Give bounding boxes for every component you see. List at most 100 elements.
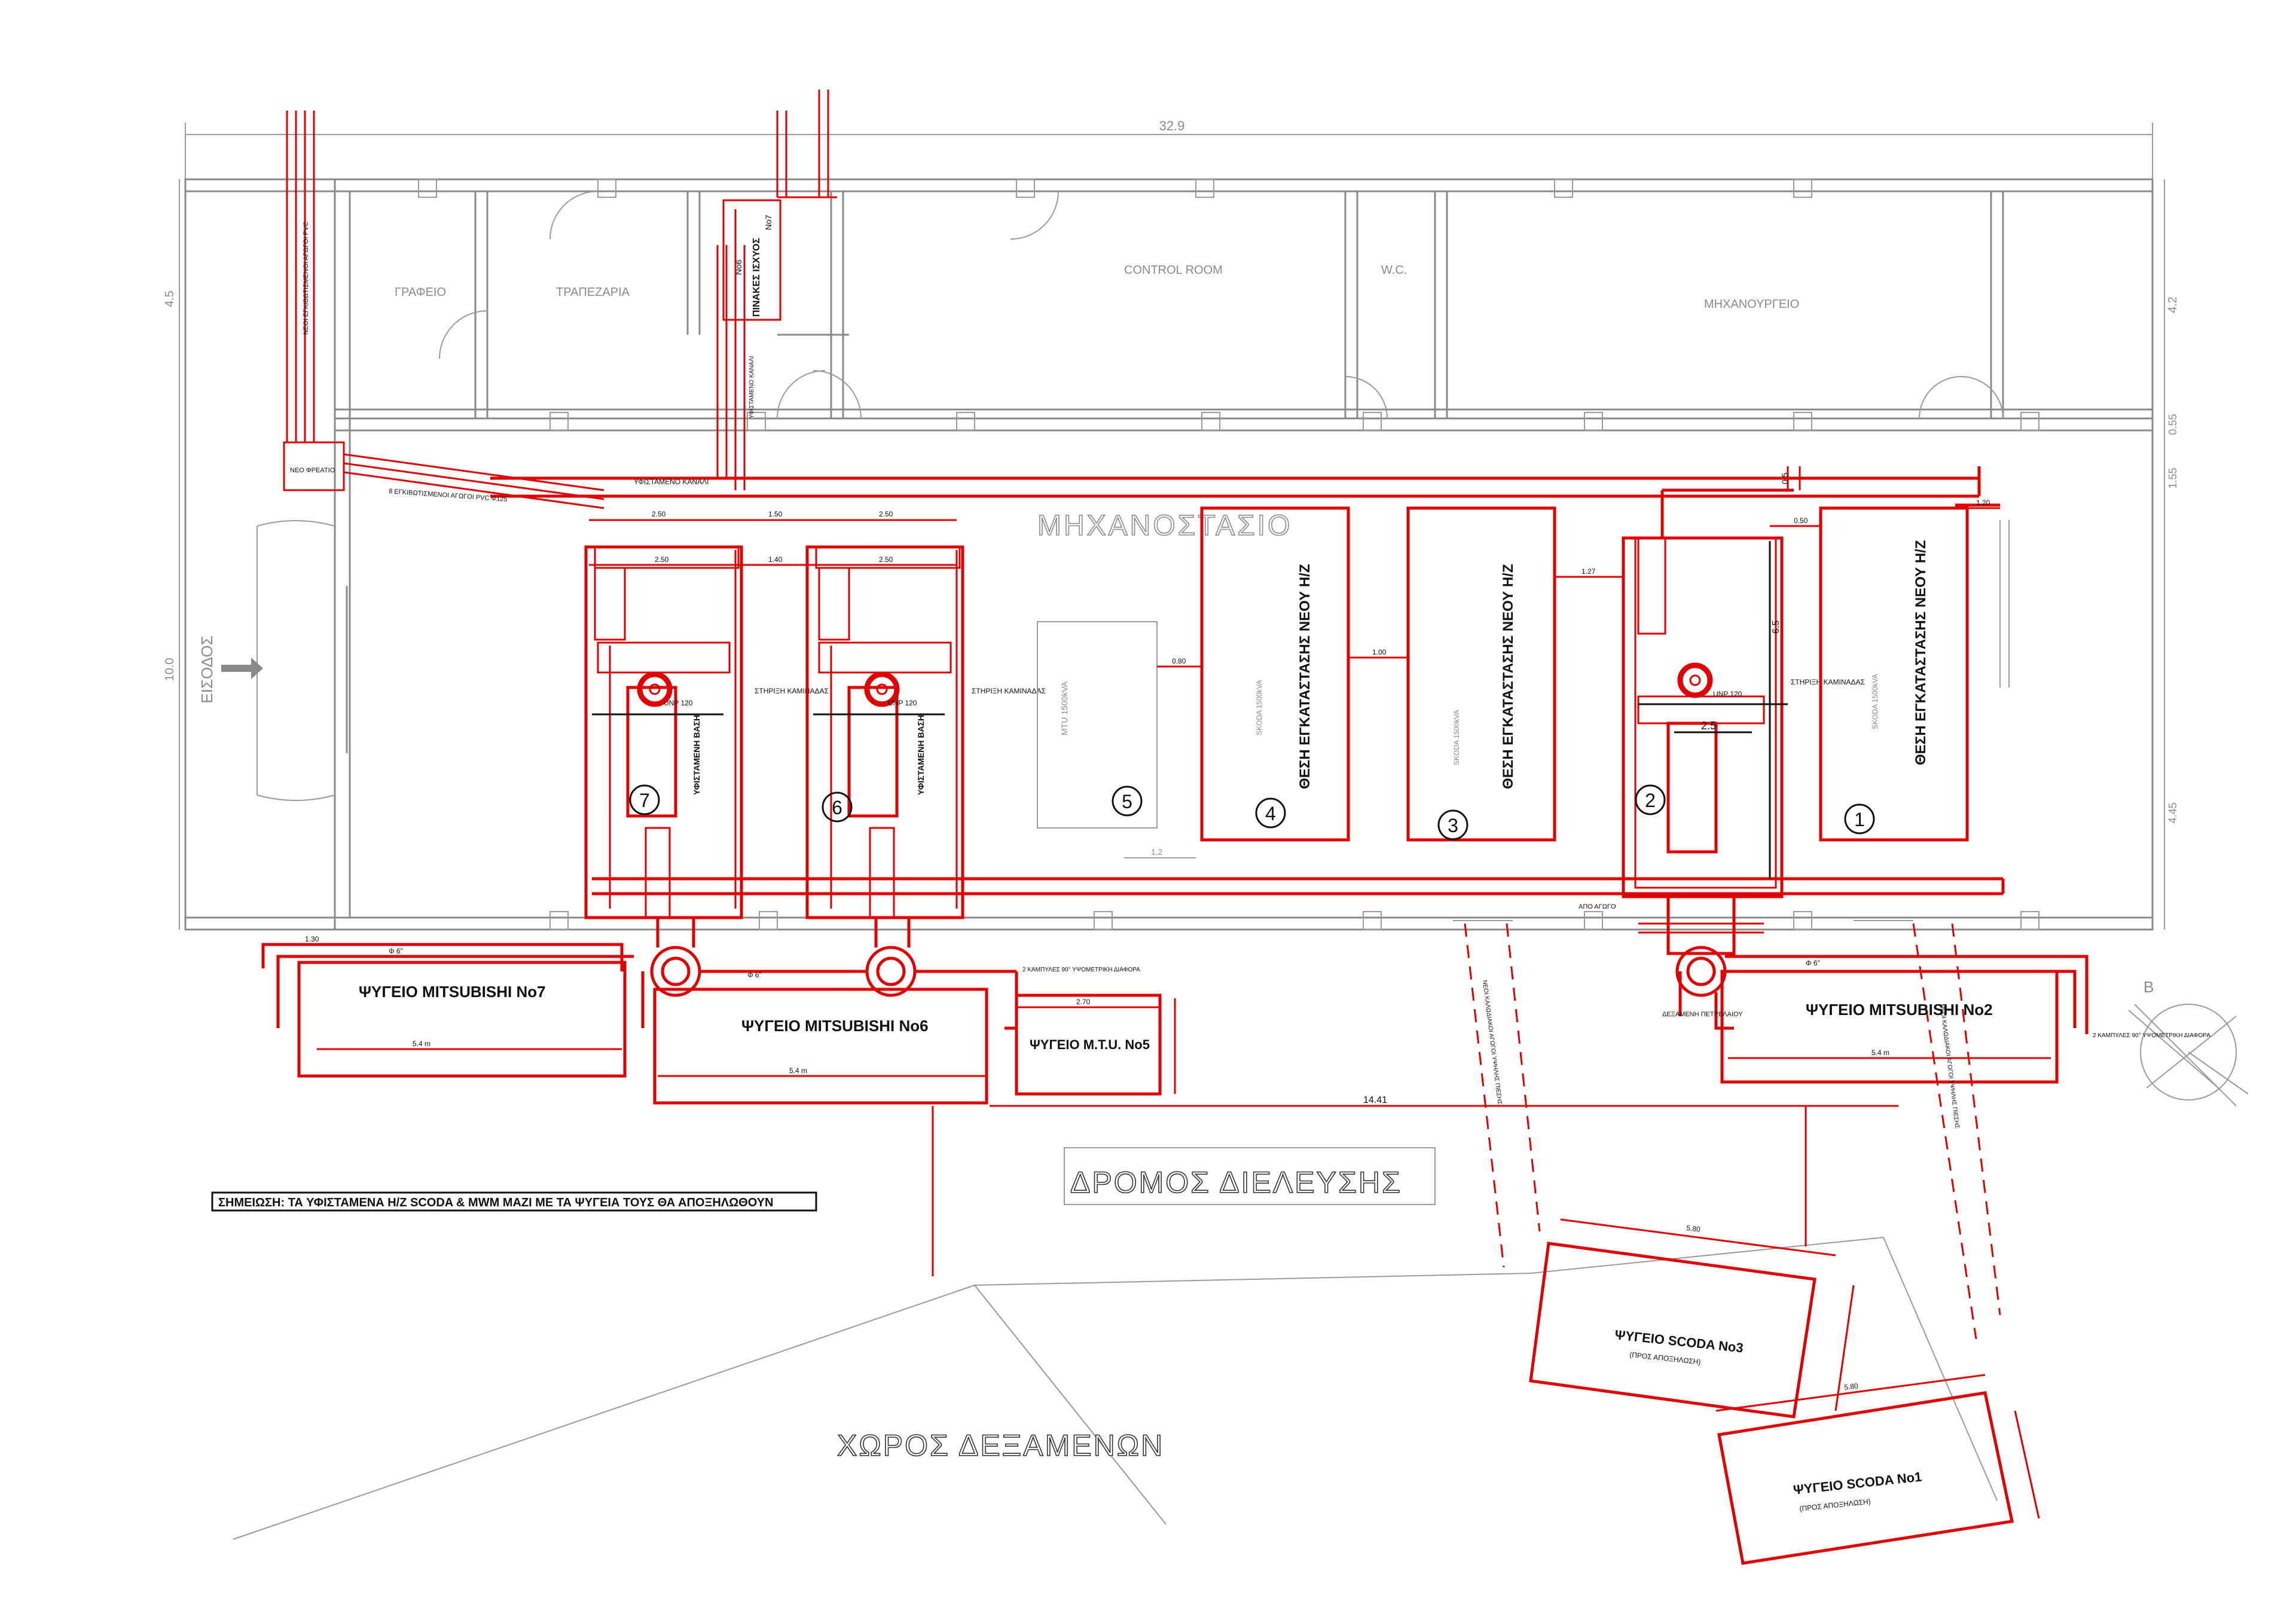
- new-cables-label-b: ΝΕΟΙ ΚΑΛΩΔΙΑΚΟΙ ΑΓΩΓΟΙ ΥΨΗΛΗΣ ΠΙΕΣΗΣ: [1938, 1004, 1960, 1129]
- genset-7-existing-base: ΥΦΙΣΤΑΜΕΝΗ ΒΑΣΗ: [692, 715, 701, 795]
- red-dimension-lines: [317, 507, 2051, 1519]
- genset-1-position-label: ΘΕΣΗ ΕΓΚΑΤΑΣΤΑΣΗΣ ΝΕΟΥ Η/Ζ: [1913, 540, 1929, 766]
- genset-6-number-circle: [822, 791, 853, 823]
- dim-depth-42: 4.2: [2166, 296, 2179, 313]
- dim-05: 0.5: [1780, 472, 1790, 484]
- genset-6-support: ΣΤΗΡΙΞΗ ΚΑΜΙΝΑΔΑΣ: [972, 687, 1046, 695]
- dim-540-a: 5.4 m: [413, 1040, 430, 1048]
- genset-7-number: 7: [639, 790, 650, 811]
- dim-580-b: 5.80: [1844, 1381, 1859, 1392]
- panel-no6: No6: [734, 259, 743, 275]
- radiator-mitsubishi-6: [653, 988, 988, 1105]
- radiator-scoda-1-label: ΨΥΓΕΙΟ SCODA No1: [1793, 1469, 1922, 1497]
- genset-4-number-circle: [1255, 797, 1286, 829]
- radiator-mitsubishi-7: [297, 961, 627, 1078]
- removal-note: ΣΗΜΕΙΩΣΗ: ΤΑ ΥΦΙΣΤΑΜΕΝΑ Η/Ζ SCODA & MWM …: [218, 1196, 773, 1209]
- dim-250-c: 2.50: [655, 555, 669, 564]
- dim-12: 1.2: [1151, 847, 1163, 857]
- dim-65: 6.5: [1771, 620, 1781, 634]
- radiator-scoda-1: [1717, 1391, 2014, 1565]
- genset-4-number: 4: [1265, 803, 1276, 824]
- room-wc-label: W.C.: [1381, 264, 1407, 277]
- dim-phi-a: Φ 6": [389, 947, 403, 955]
- dim-127: 1.27: [1581, 567, 1596, 576]
- dim-depth-45: 4.5: [163, 291, 176, 307]
- new-installations: [283, 90, 2005, 895]
- hp-cable-lines: [1464, 923, 2001, 1340]
- genset-4-position-label: ΘΕΣΗ ΕΓΚΑΤΑΣΤΑΣΗΣ ΝΕΟΥ Η/Ζ: [1297, 564, 1313, 790]
- dim-150: 1.50: [768, 510, 783, 518]
- radiator-mtu-5: [1015, 994, 1162, 1096]
- building-outline: [179, 123, 2249, 1540]
- genset-5: [1037, 621, 1158, 829]
- radiator-scoda-3: [1529, 1242, 1816, 1419]
- genset-2-number-circle: [1635, 784, 1666, 815]
- genset-6: [805, 545, 964, 919]
- radiator-mitsubishi-7-label: ΨΥΓΕΙΟ MITSUBISHI No7: [359, 983, 546, 1001]
- dim-250-a: 2.50: [652, 510, 666, 518]
- dim-050: 0.50: [1794, 516, 1808, 525]
- drain-label: ΑΠΟ ΑΓΩΓΟ: [1578, 903, 1616, 910]
- genset-6-number: 6: [832, 797, 842, 818]
- genset-7-unp: UNP 120: [664, 699, 693, 707]
- room-dining-label: ΤΡΑΠΕΖΑΡΙΑ: [556, 286, 630, 299]
- genset-1-number: 1: [1854, 809, 1865, 830]
- note-frame: [211, 1191, 817, 1212]
- genset-2: [1622, 536, 1788, 898]
- power-panels: [722, 199, 781, 321]
- radiator-mitsubishi-6-label: ΨΥΓΕΙΟ MITSUBISHI No6: [741, 1017, 929, 1035]
- dim-overall-length: 32.9: [1159, 118, 1185, 133]
- genset-6-existing-base: ΥΦΙΣΤΑΜΕΝΗ ΒΑΣΗ: [916, 715, 926, 795]
- genset-6-unp: UNP 120: [888, 699, 917, 707]
- genset-3-position: [1406, 506, 1556, 842]
- dim-120: 1.20: [1976, 499, 1990, 507]
- dim-055: 0.55: [2167, 414, 2179, 435]
- buried-pipes-label: 8 ΕΓΚΙΒΩΤΙΣΜΕΝΟΙ ΑΓΩΓΟΙ PVC Φ125: [389, 488, 508, 503]
- radiator-scoda-1-note: (ΠΡΟΣ ΑΠΟΞΗΛΩΣΗ): [1799, 1497, 1871, 1513]
- dim-445: 4.45: [2167, 802, 2179, 823]
- dim-540-c: 5.4 m: [1871, 1049, 1889, 1057]
- new-buried-pipes-label: ΝΕΟΙ ΕΓΚΙΒΩΤΙΣΜΕΝΟΙ ΑΓΩΓΟΙ PVC: [303, 222, 310, 335]
- road-label: ΔΡΟΜΟΣ ΔΙΕΛΕΥΣΗΣ: [1070, 1166, 1402, 1199]
- dim-25: 2.5: [1701, 720, 1716, 732]
- room-workshop-label: ΜΗΧΑΝΟΥΡΓΕΙΟ: [1704, 298, 1799, 311]
- dim-270: 2.70: [1076, 998, 1091, 1006]
- radiator-scoda-3-note: (ΠΡΟΣ ΑΠΟΞΗΛΩΣΗ): [1629, 1350, 1701, 1366]
- dim-100: 1.00: [1372, 648, 1387, 656]
- radiator-mitsubishi-2: [1720, 970, 2059, 1084]
- genset-1-unit: SKODA 1500kVA: [1871, 674, 1879, 730]
- genset-3-number: 3: [1448, 815, 1458, 836]
- genset-2-number: 2: [1645, 790, 1656, 811]
- entrance-label: ΕΙΣΟΔΟΣ: [198, 635, 216, 703]
- genset-5-number-circle: [1112, 785, 1143, 817]
- bend-label-left: 2 ΚΑΜΠΥΛΕΣ 90° ΥΨΟΜΕΤΡΙΚΗ ΔΙΑΦΟΡΑ: [1022, 967, 1140, 973]
- genset-1-number-circle: [1844, 803, 1875, 835]
- genset-5-number: 5: [1122, 791, 1132, 812]
- dim-130: 1.30: [305, 935, 319, 943]
- genset-4-position: [1200, 506, 1350, 842]
- dim-phi-c: Φ 6": [1806, 959, 1820, 967]
- genset-3-unit: SKODA 1500kVA: [1452, 710, 1461, 766]
- dim-1441: 14.41: [1363, 1095, 1387, 1105]
- new-pit: [283, 441, 345, 491]
- genset-2-unp: UNP 120: [1713, 690, 1742, 698]
- north-label: B: [2144, 978, 2154, 996]
- existing-channel-label: ΥΦΙΣΤΑΜΕΝΟ ΚΑΝΑΛΙ: [634, 478, 709, 486]
- radiator-mtu-5-label: ΨΥΓΕΙΟ M.T.U. No5: [1030, 1037, 1150, 1052]
- genset-2-support: ΣΤΗΡΙΞΗ ΚΑΜΙΝΑΔΑΣ: [1791, 678, 1865, 686]
- panels-title: ΠΙΝΑΚΕΣ ΙΣΧΥΟΣ: [752, 237, 762, 317]
- dim-080: 0.80: [1172, 657, 1186, 665]
- genset-4-unit: SKODA 1500kVA: [1255, 680, 1263, 736]
- fuel-tank-label: ΔΕΞΑΜΕΝΗ ΠΕΤΡΕΛΑΙΟΥ: [1662, 1011, 1743, 1018]
- genset-3-position-label: ΘΕΣΗ ΕΓΚΑΤΑΣΤΑΣΗΣ ΝΕΟΥ Η/Ζ: [1500, 564, 1516, 790]
- room-office-label: ΓΡΑΦΕΙΟ: [395, 286, 446, 299]
- dim-phi-b: Φ 6": [747, 971, 762, 979]
- bend-label-right: 2 ΚΑΜΠΥΛΕΣ 90° ΥΨΟΜΕΤΡΙΚΗ ΔΙΑΦΟΡΑ: [2093, 1032, 2210, 1039]
- genset-3-number-circle: [1437, 809, 1468, 840]
- dim-140: 1.40: [768, 555, 783, 564]
- dim-540-b: 5.4 m: [789, 1066, 807, 1075]
- genset-5-unit: MTU 1500kVA: [1060, 681, 1069, 735]
- dim-155: 1.55: [2167, 467, 2179, 488]
- dim-10: 10.0: [163, 658, 176, 681]
